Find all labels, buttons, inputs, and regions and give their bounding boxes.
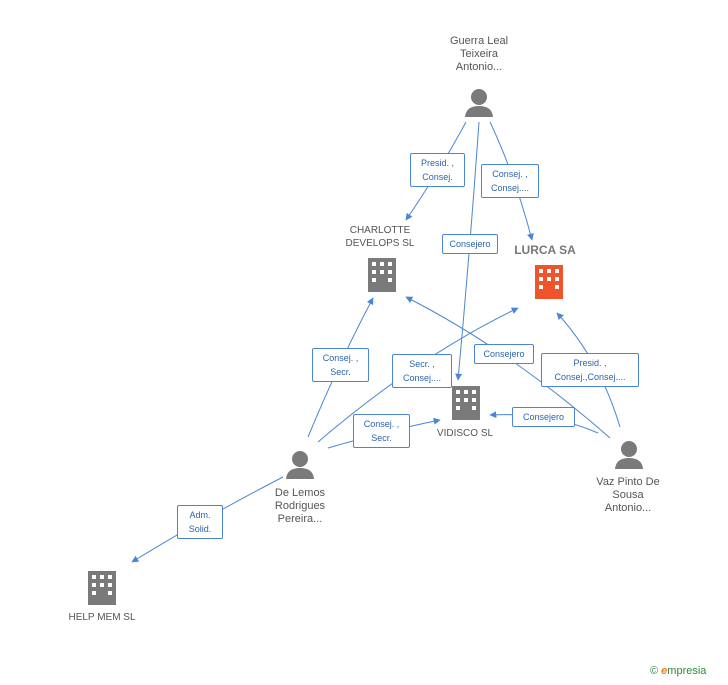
node-label-charlotte[interactable]: CHARLOTTE DEVELOPS SL [345,225,415,249]
node-label-helpmem[interactable]: HELP MEM SL [68,612,136,623]
edge-label-lemos-lurca: Secr. ,Consej.... [392,354,452,388]
edge-label-guerra-charlotte: Presid. ,Consej. [410,153,465,187]
person-icon-lemos[interactable] [286,451,314,479]
edge-label-guerra-vidisco: Consejero [442,234,498,254]
edge-label-guerra-lurca: Consej. ,Consej.... [481,164,539,198]
person-icon-guerra[interactable] [465,89,493,117]
node-label-vaz[interactable]: Vaz Pinto De Sousa Antonio... [596,476,660,514]
building-icon-vidisco[interactable] [452,386,480,420]
node-label-guerra[interactable]: Guerra Leal Teixeira Antonio... [449,35,509,73]
edge-label-vaz-lurca: Presid. ,Consej.,Consej.... [541,353,639,387]
copyright-icon: © [650,665,659,677]
node-label-lurca[interactable]: LURCA SA [514,243,576,257]
building-icon-helpmem[interactable] [88,571,116,605]
node-label-lemos[interactable]: De Lemos Rodrigues Pereira... [274,487,326,525]
edge-label-vaz-vidisco: Consejero [512,407,575,427]
brand-initial: e [661,665,668,677]
brand-name: mpresia [667,665,707,677]
edge-label-lemos-charlotte: Consej. ,Secr. [312,348,369,382]
empresia-brand: © empresia [650,665,706,677]
person-icon-vaz[interactable] [615,441,643,469]
building-icon-charlotte[interactable] [368,258,396,292]
building-icon-lurca[interactable] [535,265,563,299]
node-label-vidisco[interactable]: VIDISCO SL [436,428,494,439]
edge-label-vaz-charlotte: Consejero [474,344,534,364]
edge-label-lemos-helpmem: Adm.Solid. [177,505,223,539]
edge-label-lemos-vidisco: Consej. ,Secr. [353,414,410,448]
